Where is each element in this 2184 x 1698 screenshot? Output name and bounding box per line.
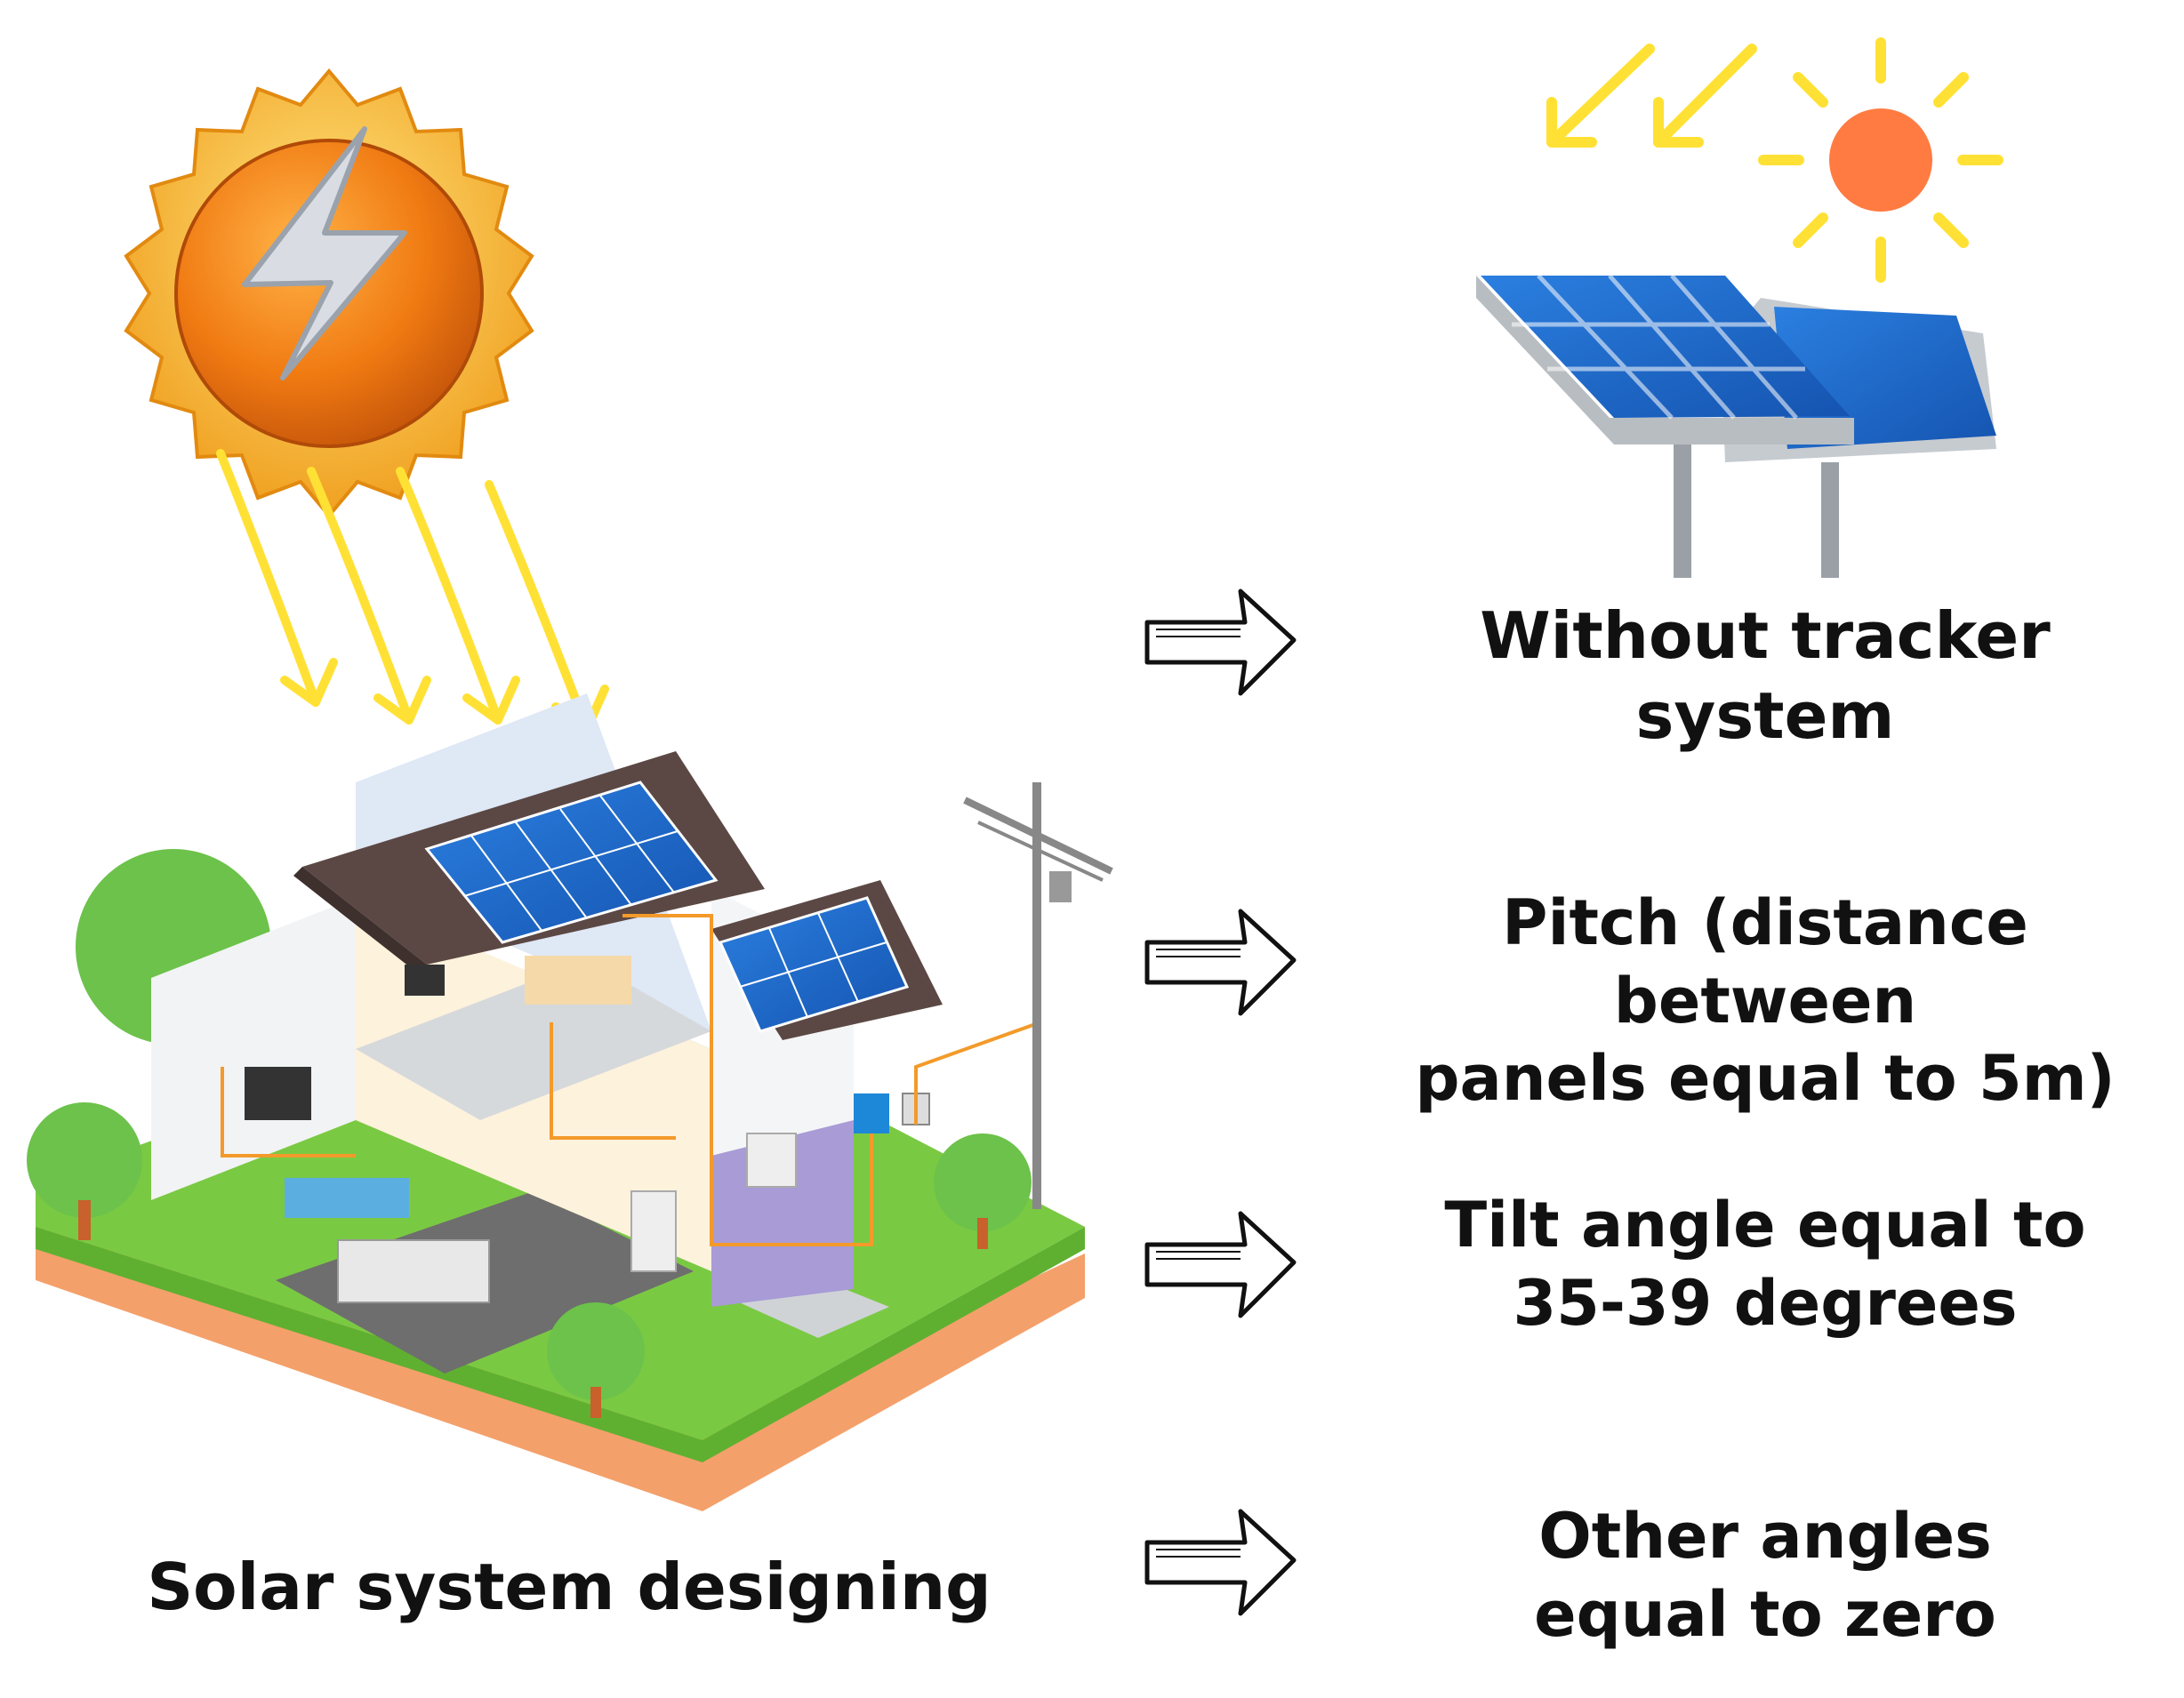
solar-house-icon — [27, 693, 1113, 1511]
sun-to-panel-rays — [1546, 44, 1757, 148]
washer — [746, 1133, 797, 1188]
inverter — [854, 1093, 889, 1133]
roof-solar-panels — [424, 781, 719, 944]
sun-bolt-icon — [124, 68, 534, 519]
sun-rays — [216, 449, 609, 733]
fridge — [630, 1190, 677, 1272]
condition-line: Tilt angle equal to — [1444, 1189, 2086, 1261]
tree-right — [934, 1133, 1032, 1231]
lightning-bolt — [242, 126, 407, 380]
bed — [525, 956, 631, 1005]
right-arrow-icon — [1144, 589, 1297, 696]
condition-tilt-angle: Tilt angle equal to 35-39 degrees — [1352, 1187, 2179, 1342]
right-arrow-icon — [1144, 1509, 1297, 1616]
right-arrow-icon — [1144, 909, 1297, 1016]
wiring — [221, 914, 1041, 1246]
condition-pitch: Pitch (distance between panels equal to … — [1352, 885, 2179, 1118]
kitchen-counter — [337, 1239, 490, 1303]
tree-left — [27, 1102, 142, 1218]
solar-panel-icon — [1476, 274, 1996, 578]
tv — [245, 1067, 311, 1120]
condition-line: 35-39 degrees — [1513, 1266, 2018, 1340]
desk-monitor — [405, 965, 445, 996]
condition-line: panels equal to 5m) — [1415, 1042, 2116, 1115]
side-solar-panels — [718, 896, 910, 1033]
utility-pole — [963, 782, 1113, 1209]
condition-line: Without tracker system — [1480, 598, 2051, 753]
house-caption: Solar system designing — [147, 1550, 992, 1624]
condition-line: equal to zero — [1534, 1577, 1996, 1651]
grass-edge — [36, 1227, 1085, 1462]
tree-front — [547, 1302, 645, 1400]
ground-floor-wall — [151, 898, 356, 1200]
condition-no-tracker: Without tracker system — [1352, 596, 2179, 756]
sofa — [285, 1178, 409, 1218]
soil-base — [36, 1209, 1085, 1511]
right-arrow-icon — [1144, 1211, 1297, 1318]
condition-line: Other angles — [1538, 1500, 1992, 1573]
sun-icon — [1758, 37, 2003, 283]
condition-other-angles: Other angles equal to zero — [1352, 1498, 2179, 1654]
condition-line: Pitch (distance between — [1502, 886, 2028, 1037]
